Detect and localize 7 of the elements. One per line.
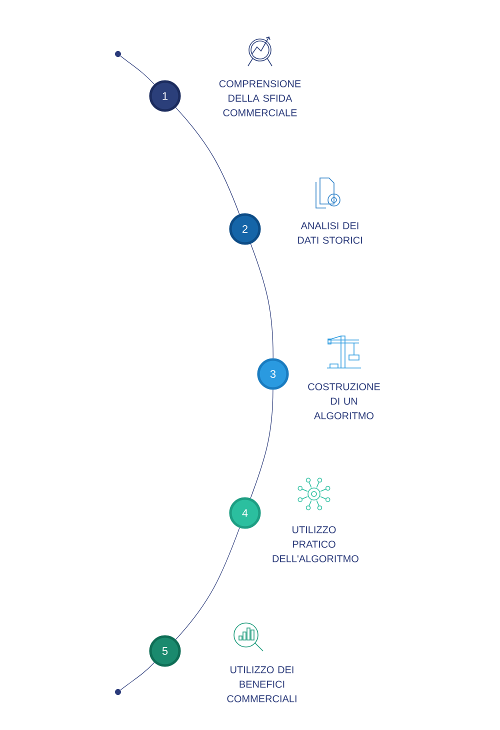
timeline-curve [250, 390, 274, 498]
timeline-curve [120, 662, 155, 690]
timeline-curve [250, 243, 274, 358]
step-caption: UTILIZZO DEI BENEFICI COMMERCIALI [227, 666, 296, 702]
timeline-curve [175, 528, 240, 640]
timeline-curve [120, 56, 155, 85]
timeline-curve [175, 107, 240, 215]
